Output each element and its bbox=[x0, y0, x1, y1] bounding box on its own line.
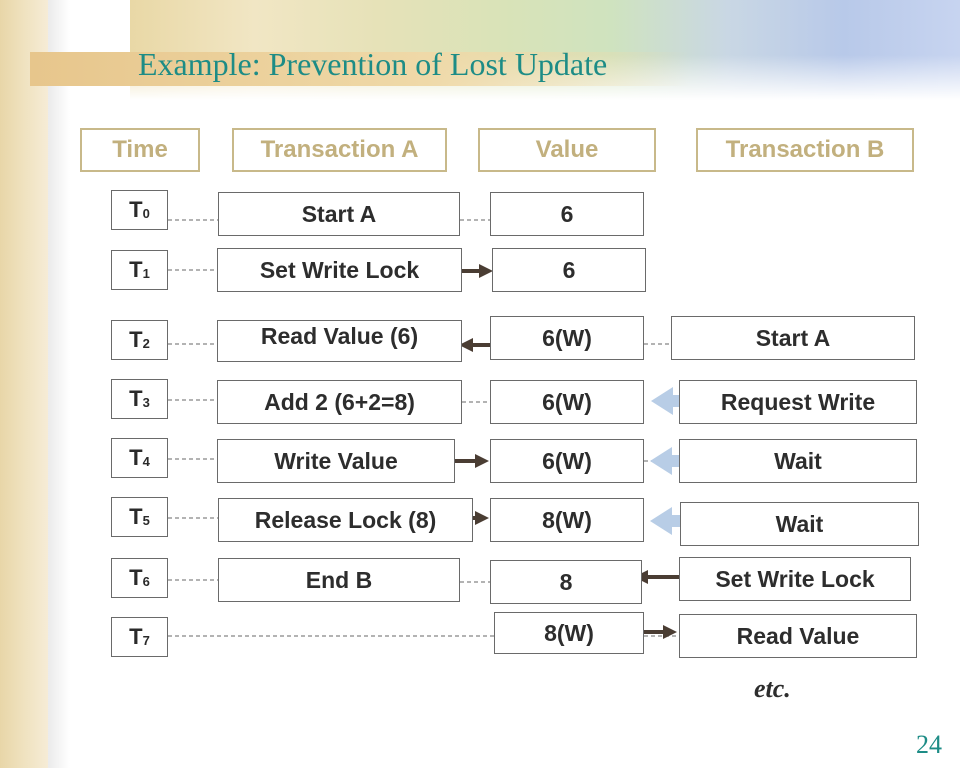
transaction-b-step: Read Value bbox=[679, 614, 917, 658]
transaction-b-step: Set Write Lock bbox=[679, 557, 911, 601]
left-shadow bbox=[48, 0, 70, 768]
page-number: 24 bbox=[916, 730, 942, 759]
wait-arrow-head bbox=[650, 447, 672, 475]
transaction-b-step: Wait bbox=[680, 502, 919, 546]
transaction-a-step: Set Write Lock bbox=[217, 248, 462, 292]
value-cell: 6(W) bbox=[490, 380, 644, 424]
value-cell: 8(W) bbox=[490, 498, 644, 542]
transaction-a-step: Write Value bbox=[217, 439, 455, 483]
arrow-head bbox=[459, 338, 473, 352]
arrow-head bbox=[475, 511, 489, 525]
value-cell: 6(W) bbox=[490, 316, 644, 360]
etc-note: etc. bbox=[754, 674, 791, 703]
left-texture bbox=[0, 0, 48, 768]
transaction-a-step: Release Lock (8) bbox=[218, 498, 473, 542]
value-cell: 6 bbox=[492, 248, 646, 292]
value-cell: 6(W) bbox=[490, 439, 644, 483]
value-cell: 8(W) bbox=[494, 612, 644, 654]
transaction-a-step: Add 2 (6+2=8) bbox=[217, 380, 462, 424]
arrow-head bbox=[479, 264, 493, 278]
header-time: Time bbox=[80, 128, 200, 172]
header-value: Value bbox=[478, 128, 656, 172]
value-cell: 8 bbox=[490, 560, 642, 604]
header-transaction-a: Transaction A bbox=[232, 128, 447, 172]
title-strip bbox=[30, 52, 690, 86]
wait-arrow-head bbox=[651, 387, 673, 415]
transaction-a-step: End B bbox=[218, 558, 460, 602]
transaction-a-step: Start A bbox=[218, 192, 460, 236]
slide-title: Example: Prevention of Lost Update bbox=[138, 46, 608, 82]
wait-arrow-head bbox=[650, 507, 672, 535]
header-transaction-b: Transaction B bbox=[696, 128, 914, 172]
transaction-a-step: Read Value (6) bbox=[217, 320, 462, 362]
transaction-b-step: Start A bbox=[671, 316, 915, 360]
transaction-b-step: Request Write bbox=[679, 380, 917, 424]
value-cell: 6 bbox=[490, 192, 644, 236]
arrow-head bbox=[475, 454, 489, 468]
arrow-head bbox=[663, 625, 677, 639]
transaction-b-step: Wait bbox=[679, 439, 917, 483]
